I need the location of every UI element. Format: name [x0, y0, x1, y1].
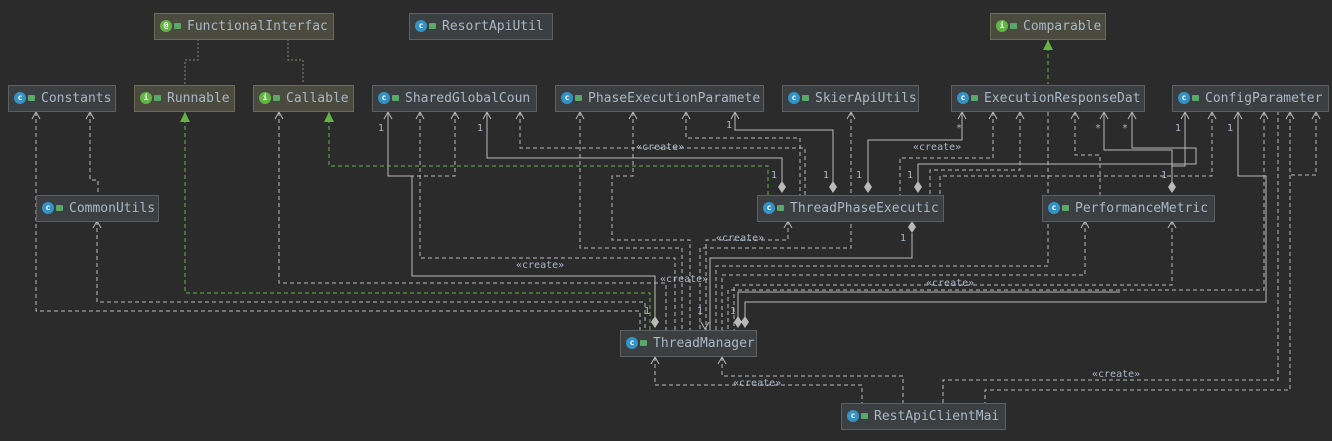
- node-functional-interface[interactable]: @ FunctionalInterfac: [154, 13, 334, 40]
- visibility-icon: [154, 94, 161, 101]
- multiplicity-label: *: [1122, 123, 1129, 134]
- visibility-icon: [174, 22, 181, 29]
- node-label: SharedGlobalCoun: [405, 91, 531, 106]
- visibility-icon: [56, 204, 63, 211]
- interface-icon: i: [259, 91, 271, 104]
- create-label: «create»: [926, 278, 975, 289]
- visibility-icon: [575, 94, 582, 101]
- visibility-icon: [273, 94, 280, 101]
- create-label: «create»: [1092, 369, 1141, 380]
- node-resort-api-utils[interactable]: c ResortApiUtil: [409, 13, 553, 40]
- visibility-icon: [971, 94, 978, 101]
- node-shared-global-counter[interactable]: c SharedGlobalCoun: [372, 85, 537, 112]
- node-performance-metric[interactable]: c PerformanceMetric: [1042, 195, 1215, 222]
- node-label: PerformanceMetric: [1075, 201, 1209, 216]
- visibility-icon: [861, 412, 868, 419]
- node-label: ExecutionResponseDat: [984, 91, 1141, 106]
- create-label: «create»: [733, 378, 782, 389]
- interface-icon: i: [996, 19, 1008, 32]
- node-label: RestApiClientMai: [874, 409, 1000, 424]
- create-label: «create»: [660, 274, 709, 285]
- multiplicity-label: 1: [771, 170, 778, 181]
- multiplicity-label: 1: [856, 170, 863, 181]
- node-execution-response-data[interactable]: c ExecutionResponseDat: [951, 85, 1145, 112]
- multiplicity-label: 1: [900, 233, 907, 244]
- node-label: ConfigParameter: [1205, 91, 1323, 106]
- interface-icon: i: [140, 91, 152, 104]
- node-comparable[interactable]: i Comparable: [990, 13, 1106, 40]
- node-skier-api-utils[interactable]: c SkierApiUtils: [782, 85, 919, 112]
- multiplicity-label: 1: [823, 170, 830, 181]
- node-rest-api-client-main[interactable]: c RestApiClientMai: [841, 403, 1006, 430]
- create-label: «create»: [913, 142, 962, 153]
- class-icon: c: [957, 91, 969, 104]
- class-icon: c: [1178, 91, 1190, 104]
- class-icon: c: [561, 91, 573, 104]
- multiplicity-label: 1: [477, 123, 484, 134]
- multiplicity-label: 1: [730, 306, 737, 317]
- multiplicity-label: 1: [644, 306, 651, 317]
- visibility-icon: [28, 94, 35, 101]
- node-thread-phase-execution[interactable]: c ThreadPhaseExecutic: [757, 195, 944, 222]
- node-thread-manager[interactable]: c ThreadManager: [620, 330, 757, 357]
- class-icon: c: [1048, 201, 1060, 214]
- create-label: «create»: [716, 233, 765, 244]
- multiplicity-label: 1: [1161, 170, 1168, 181]
- node-config-parameter[interactable]: c ConfigParameter: [1172, 85, 1329, 112]
- node-constants[interactable]: c Constants: [8, 85, 116, 112]
- multiplicity-label: 1: [1175, 123, 1182, 134]
- visibility-icon: [640, 339, 647, 346]
- node-label: Constants: [41, 91, 112, 106]
- visibility-icon: [1010, 22, 1017, 29]
- node-common-utils[interactable]: c CommonUtils: [36, 195, 159, 222]
- visibility-icon: [392, 94, 399, 101]
- node-phase-execution-parameter[interactable]: c PhaseExecutionParamete: [555, 85, 764, 112]
- node-label: ThreadPhaseExecutic: [790, 201, 939, 216]
- class-icon: c: [763, 201, 775, 214]
- node-label: PhaseExecutionParamete: [588, 91, 761, 106]
- multiplicity-label: *: [1095, 123, 1102, 134]
- class-icon: c: [626, 336, 638, 349]
- multiplicity-label: 1: [907, 170, 914, 181]
- create-label: «create»: [516, 260, 565, 271]
- node-label: Runnable: [167, 91, 230, 106]
- node-label: ResortApiUtil: [442, 19, 544, 34]
- node-label: Comparable: [1023, 19, 1102, 34]
- node-label: ThreadManager: [653, 336, 755, 351]
- visibility-icon: [802, 94, 809, 101]
- class-icon: c: [42, 201, 54, 214]
- multiplicity-label: 1: [1227, 123, 1234, 134]
- class-icon: c: [847, 409, 859, 422]
- node-label: SkierApiUtils: [815, 91, 917, 106]
- multiplicity-label: 1: [697, 306, 704, 317]
- visibility-icon: [1192, 94, 1199, 101]
- class-icon: c: [415, 19, 427, 32]
- multiplicity-label: 1: [726, 120, 733, 131]
- node-label: CommonUtils: [69, 201, 156, 216]
- node-label: Callable: [286, 91, 349, 106]
- create-label: «create»: [636, 142, 685, 153]
- class-icon: c: [14, 91, 26, 104]
- visibility-icon: [1062, 204, 1069, 211]
- visibility-icon: [429, 22, 436, 29]
- multiplicity-label: 1: [378, 123, 385, 134]
- annotation-icon: @: [160, 19, 172, 32]
- node-callable[interactable]: i Callable: [253, 85, 354, 112]
- class-icon: c: [788, 91, 800, 104]
- node-runnable[interactable]: i Runnable: [134, 85, 235, 112]
- multiplicity-label: *: [956, 123, 963, 134]
- visibility-icon: [777, 204, 784, 211]
- node-label: FunctionalInterfac: [187, 19, 328, 34]
- class-icon: c: [378, 91, 390, 104]
